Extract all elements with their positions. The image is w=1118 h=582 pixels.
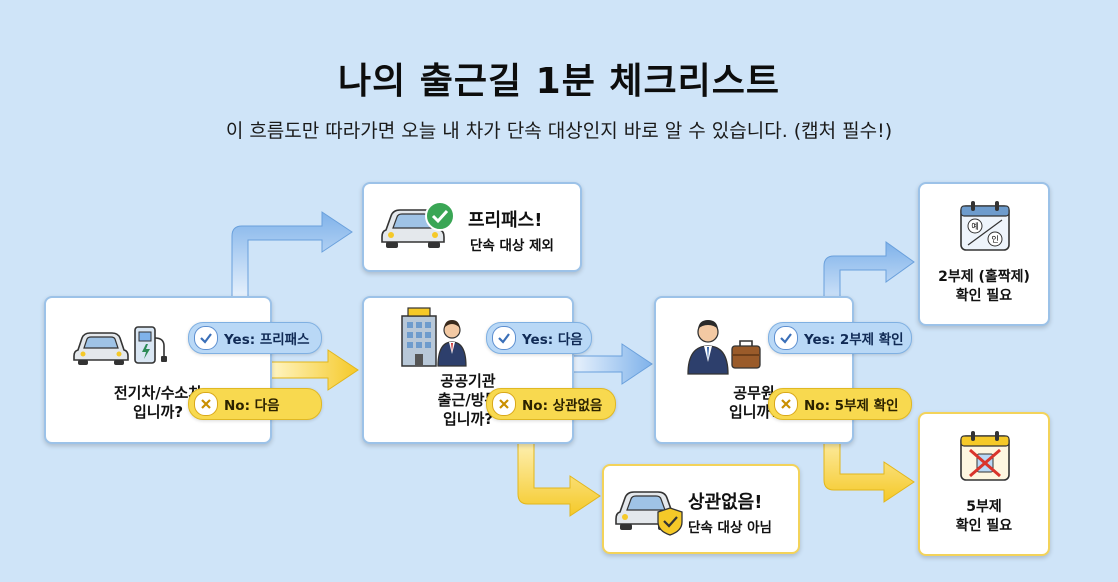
step-civil-line2: 입니까? bbox=[728, 403, 780, 421]
result-five-part-text: 5부제 확인 필요 bbox=[920, 498, 1048, 536]
choice-civil-no-label: No: 5부제 확인 bbox=[804, 398, 899, 414]
step-public-line2: 출근/방문 bbox=[437, 391, 499, 409]
x-icon bbox=[492, 392, 516, 416]
result-five-part-card: 5부제 확인 필요 bbox=[918, 412, 1050, 556]
car-check-icon bbox=[381, 201, 455, 248]
choice-civil-no: No: 5부제 확인 bbox=[768, 388, 912, 420]
building-person-icon bbox=[401, 307, 467, 367]
choice-ev-no: No: 다음 bbox=[188, 388, 322, 420]
arrow-ev-to-freepass bbox=[231, 211, 353, 301]
step-civil-question: 공무원 입니까? bbox=[656, 384, 852, 422]
result-not-applicable-title: 상관없음! bbox=[688, 492, 763, 513]
ev-charger-icon bbox=[134, 326, 167, 364]
result-five-part-line2: 확인 필요 bbox=[955, 518, 1013, 534]
choice-ev-yes: Yes: 프리패스 bbox=[188, 322, 322, 354]
result-not-applicable-card: 상관없음! 단속 대상 아님 bbox=[602, 464, 800, 554]
choice-ev-yes-label: Yes: 프리패스 bbox=[224, 332, 310, 348]
arrow-civil-to-two-part bbox=[823, 241, 915, 321]
calendar-odd-label: 예 bbox=[971, 221, 978, 231]
check-icon bbox=[492, 326, 516, 350]
step-ev-line1: 전기차/수소차 bbox=[113, 384, 203, 402]
civil-servant-icon bbox=[687, 320, 761, 375]
car-icon bbox=[73, 332, 129, 365]
choice-civil-yes: Yes: 2부제 확인 bbox=[768, 322, 912, 354]
check-icon bbox=[774, 326, 798, 350]
step-public-line1: 공공기관 bbox=[440, 372, 496, 390]
step-ev-line2: 입니까? bbox=[132, 403, 184, 421]
result-not-applicable-sub: 단속 대상 아님 bbox=[688, 520, 772, 536]
choice-civil-yes-label: Yes: 2부제 확인 bbox=[804, 332, 904, 348]
step-public-question: 공공기관 출근/방문 입니까? bbox=[364, 372, 572, 429]
x-icon bbox=[774, 392, 798, 416]
x-icon bbox=[194, 392, 218, 416]
result-free-pass-title: 프리패스! bbox=[468, 210, 543, 231]
calendar-odd-even-icon: 예 인 bbox=[960, 201, 1010, 251]
step-civil-line1: 공무원 bbox=[733, 384, 775, 402]
step-ev-question: 전기차/수소차 입니까? bbox=[46, 384, 270, 422]
choice-public-yes: Yes: 다음 bbox=[486, 322, 592, 354]
result-two-part-line2: 확인 필요 bbox=[955, 288, 1013, 304]
arrow-civil-to-five-part bbox=[823, 419, 915, 503]
calendar-even-label: 인 bbox=[991, 234, 998, 244]
result-two-part-card: 예 인 2부제 (홀짝제) 확인 필요 bbox=[918, 182, 1050, 326]
choice-public-no-label: No: 상관없음 bbox=[522, 398, 603, 414]
step-public-card: 공공기관 출근/방문 입니까? bbox=[362, 296, 574, 444]
step-public-line3: 입니까? bbox=[442, 410, 494, 428]
arrow-ev-to-public bbox=[267, 349, 359, 391]
choice-public-yes-label: Yes: 다음 bbox=[522, 332, 583, 348]
calendar-cross-icon bbox=[960, 431, 1010, 481]
result-two-part-line1: 2부제 (홀짝제) bbox=[938, 269, 1030, 285]
car-shield-icon bbox=[615, 491, 683, 536]
choice-ev-no-label: No: 다음 bbox=[224, 398, 280, 414]
page-title: 나의 출근길 1분 체크리스트 bbox=[338, 61, 780, 102]
arrow-public-to-civil bbox=[571, 343, 653, 385]
result-free-pass-sub: 단속 대상 제외 bbox=[470, 238, 554, 254]
result-five-part-line1: 5부제 bbox=[966, 499, 1002, 515]
step-civil-card: 공무원 입니까? bbox=[654, 296, 854, 444]
result-free-pass-card: 프리패스! 단속 대상 제외 bbox=[362, 182, 582, 272]
page-subtitle: 이 흐름도만 따라가면 오늘 내 차가 단속 대상인지 바로 알 수 있습니다.… bbox=[225, 120, 893, 142]
check-icon bbox=[194, 326, 218, 350]
choice-public-no: No: 상관없음 bbox=[486, 388, 616, 420]
result-two-part-text: 2부제 (홀짝제) 확인 필요 bbox=[920, 268, 1048, 306]
step-ev-card: 전기차/수소차 입니까? bbox=[44, 296, 272, 444]
arrow-public-to-notapplicable bbox=[517, 429, 601, 517]
